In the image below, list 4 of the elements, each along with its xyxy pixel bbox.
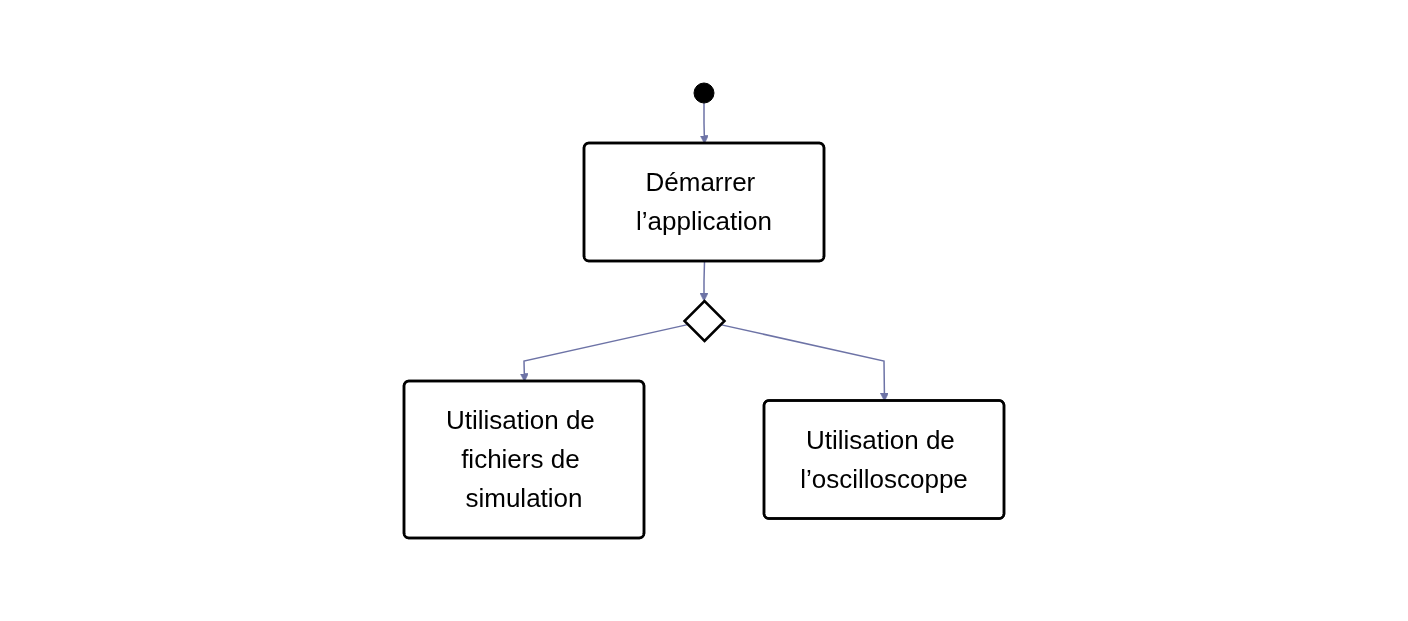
arrow [699, 102, 709, 144]
node-circle [693, 82, 715, 104]
node-diamond [682, 299, 727, 343]
arrow [519, 323, 689, 382]
